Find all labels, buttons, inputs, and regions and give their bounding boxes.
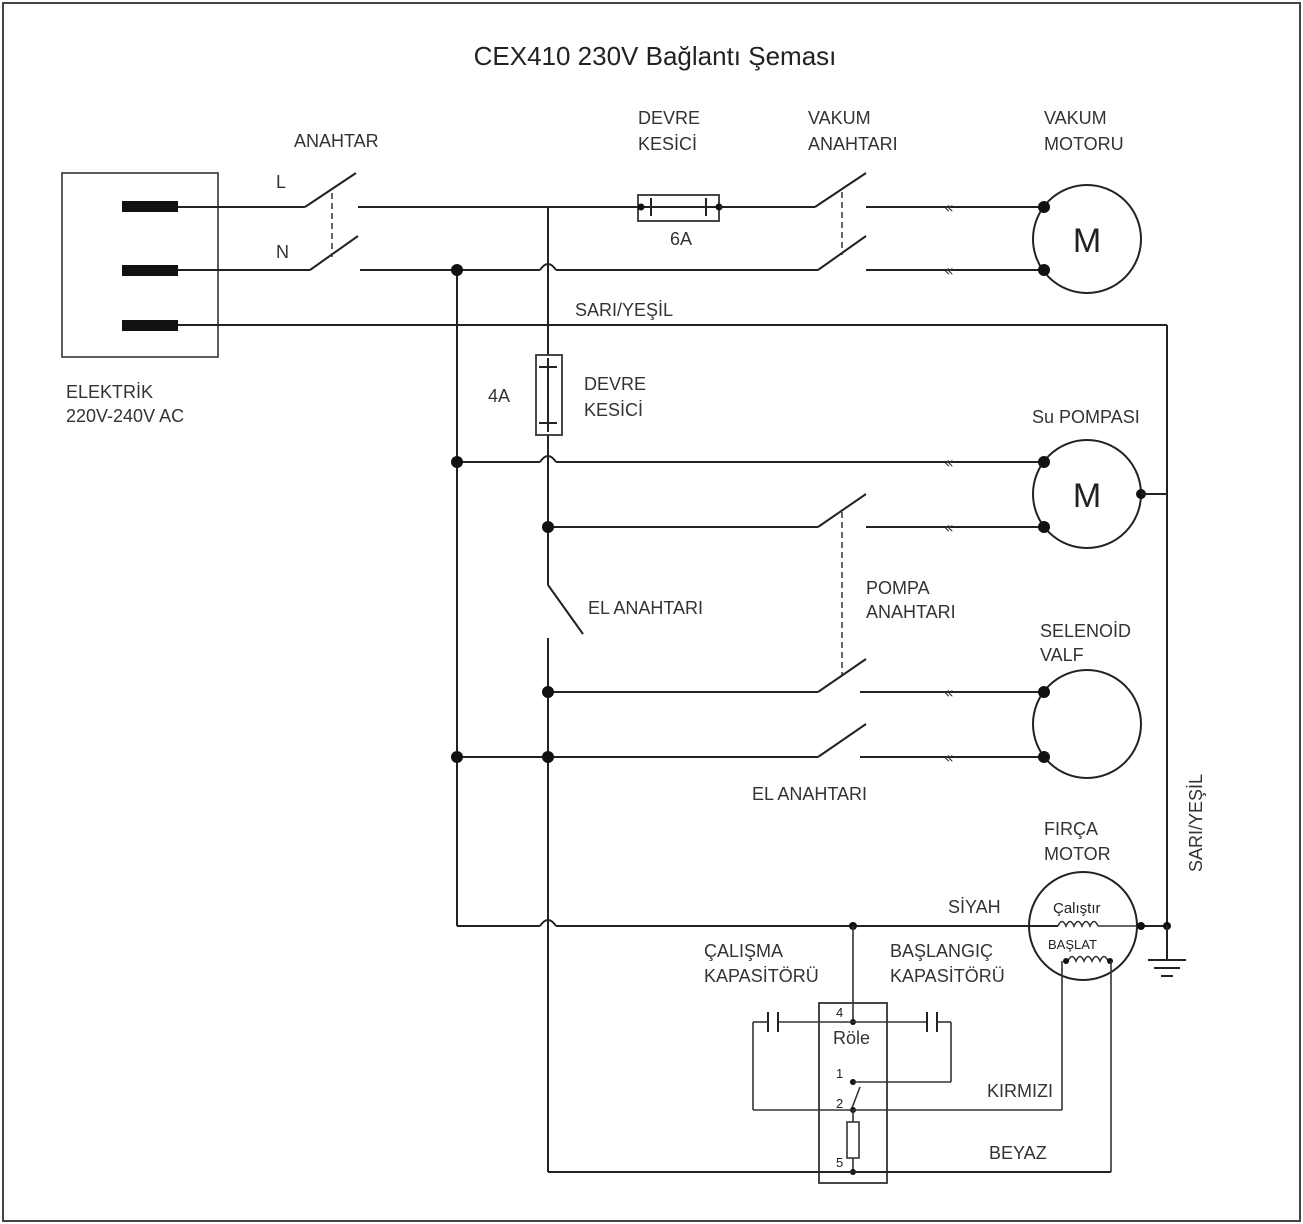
start-winding-coil xyxy=(1067,955,1109,963)
breaker-6a: DEVRE KESİCİ 6A xyxy=(637,108,723,249)
water-pump-label: Su POMPASI xyxy=(1032,407,1140,427)
relay-pin-1: 1 xyxy=(836,1066,843,1081)
vacuum-motor: VAKUM MOTORU M xyxy=(1032,108,1142,294)
connector-vacuum-n: « xyxy=(944,261,954,280)
start-capacitor-label: BAŞLANGIÇ xyxy=(890,941,993,961)
socket-pin-n xyxy=(122,265,178,276)
relay: 4 Röle 1 2 5 xyxy=(818,926,888,1184)
solenoid-valve-label: SELENOİD xyxy=(1040,621,1131,641)
run-capacitor xyxy=(752,1012,853,1111)
vacuum-motor-label-2: MOTORU xyxy=(1044,134,1124,154)
ground-wire-label: SARI/YEŞİL xyxy=(575,300,673,320)
start-capacitor-label-2: KAPASİTÖRÜ xyxy=(890,966,1005,986)
neutral-label: N xyxy=(276,242,289,262)
hand-switch-top-label: EL ANAHTARI xyxy=(588,598,703,618)
pump-switch: POMPA ANAHTARI xyxy=(841,512,956,676)
socket-pin-ground xyxy=(122,320,178,331)
white-wire-label: BEYAZ xyxy=(989,1143,1047,1163)
start-capacitor xyxy=(853,1012,952,1083)
breaker-6a-rating: 6A xyxy=(670,229,692,249)
hand-switch-bottom-label: EL ANAHTARI xyxy=(752,784,867,804)
main-switch-label: ANAHTAR xyxy=(294,131,379,151)
run-capacitor-label: ÇALIŞMA xyxy=(704,941,783,961)
connector-pump-n: « xyxy=(944,453,954,472)
main-switch: ANAHTAR xyxy=(178,131,379,271)
vacuum-switch-label-2: ANAHTARI xyxy=(808,134,898,154)
brush-motor-label-2: MOTOR xyxy=(1044,844,1111,864)
connector-valve-l: « xyxy=(944,683,954,702)
black-wire-label: SİYAH xyxy=(948,897,1001,917)
breaker-6a-label-2: KESİCİ xyxy=(638,134,697,154)
power-supply: ELEKTRİK 220V-240V AC xyxy=(61,172,219,426)
vacuum-motor-symbol: M xyxy=(1073,222,1101,260)
pump-switch-label-2: ANAHTARI xyxy=(866,602,956,622)
run-winding-label: Çalıştır xyxy=(1053,900,1101,917)
breaker-4a-label-2: KESİCİ xyxy=(584,400,643,420)
relay-label: Röle xyxy=(833,1028,870,1048)
water-pump-symbol: M xyxy=(1073,477,1101,515)
line-label: L xyxy=(276,172,286,192)
vacuum-switch: VAKUM ANAHTARI xyxy=(808,108,898,271)
vacuum-motor-label: VAKUM xyxy=(1044,108,1107,128)
power-socket-box xyxy=(61,172,219,358)
hand-switch-bottom: EL ANAHTARI xyxy=(752,784,867,804)
hand-switch-top: EL ANAHTARI xyxy=(547,584,703,635)
breaker-6a-label: DEVRE xyxy=(638,108,700,128)
brush-motor-label: FIRÇA xyxy=(1044,819,1098,839)
red-wire-label: KIRMIZI xyxy=(987,1081,1053,1101)
ground-symbol xyxy=(1148,926,1186,977)
solenoid-valve-label-2: VALF xyxy=(1040,645,1084,665)
socket-pin-l xyxy=(122,201,178,212)
power-supply-voltage: 220V-240V AC xyxy=(66,406,184,426)
solenoid-valve-circle xyxy=(1032,669,1142,779)
connector-valve-n: « xyxy=(944,748,954,767)
diagram-title: CEX410 230V Bağlantı Şeması xyxy=(474,41,837,71)
run-winding-coil xyxy=(1057,920,1099,928)
ground-wire-vertical-label: SARI/YEŞİL xyxy=(1186,774,1206,872)
water-pump: Su POMPASI M xyxy=(1032,407,1167,549)
power-supply-label: ELEKTRİK xyxy=(66,382,153,402)
relay-pin-2: 2 xyxy=(836,1096,843,1111)
pump-switch-label: POMPA xyxy=(866,578,930,598)
start-winding-label: BAŞLAT xyxy=(1048,937,1097,952)
connector-pump-l: « xyxy=(944,518,954,537)
breaker-4a-label: DEVRE xyxy=(584,374,646,394)
connector-vacuum-l: « xyxy=(944,198,954,217)
run-capacitor-label-2: KAPASİTÖRÜ xyxy=(704,966,819,986)
breaker-4a: 4A DEVRE KESİCİ xyxy=(488,354,646,436)
vacuum-switch-label: VAKUM xyxy=(808,108,871,128)
solenoid-valve: SELENOİD VALF xyxy=(1032,621,1142,779)
vacuum-motor-circle xyxy=(1032,184,1142,294)
relay-pin-5: 5 xyxy=(836,1155,843,1170)
breaker-4a-rating: 4A xyxy=(488,386,510,406)
relay-pin-4: 4 xyxy=(836,1005,843,1020)
